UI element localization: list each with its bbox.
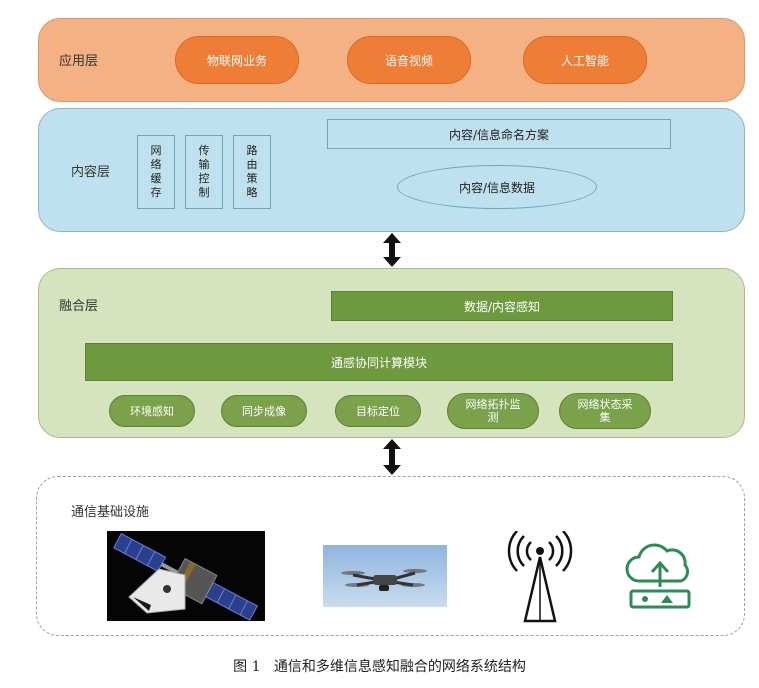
- fusion-layer-label: 融合层: [59, 299, 99, 314]
- content-layer: 内容层 网 络 缓 存 传 输 控 制 路 由 策 略 内容/信息命名方案 内容…: [38, 108, 745, 232]
- double-arrow-icon: [383, 439, 401, 475]
- fusion-layer: 融合层 数据/内容感知 通感协同计算模块 环境感知 同步成像 目标定位 网络拓扑…: [38, 268, 745, 438]
- network-cache-box: 网 络 缓 存: [137, 135, 175, 209]
- transmission-control-box: 传 输 控 制: [185, 135, 223, 209]
- fusion-item-topology-monitoring: 网络拓扑监 测: [447, 393, 539, 429]
- routing-strategy-box: 路 由 策 略: [233, 135, 271, 209]
- radio-tower-icon: [507, 531, 573, 623]
- content-data-oval: 内容/信息数据: [397, 165, 597, 209]
- application-layer-label: 应用层: [59, 54, 99, 69]
- content-layer-label: 内容层: [71, 165, 111, 180]
- fusion-item-target-positioning: 目标定位: [335, 395, 421, 427]
- double-arrow-icon: [383, 233, 401, 267]
- app-item-ai: 人工智能: [523, 36, 647, 84]
- infrastructure-layer: 通信基础设施: [36, 476, 745, 636]
- figure-caption: 图 1 通信和多维信息感知融合的网络系统结构: [233, 659, 526, 675]
- sensing-compute-module-bar: 通感协同计算模块: [85, 343, 673, 381]
- naming-scheme-bar: 内容/信息命名方案: [327, 119, 671, 149]
- app-item-voice-video: 语音视频: [347, 36, 471, 84]
- fusion-item-network-state-collection: 网络状态采 集: [559, 393, 651, 429]
- drone-image: [323, 545, 447, 607]
- cloud-router-icon: [625, 543, 691, 609]
- fusion-item-sync-imaging: 同步成像: [221, 395, 307, 427]
- app-item-iot: 物联网业务: [175, 36, 299, 84]
- infrastructure-layer-label: 通信基础设施: [71, 505, 150, 520]
- satellite-spacecraft-image: [107, 531, 265, 621]
- application-layer: 应用层 物联网业务 语音视频 人工智能: [38, 18, 745, 102]
- data-content-sensing-bar: 数据/内容感知: [331, 291, 673, 321]
- fusion-item-environment-sensing: 环境感知: [109, 395, 195, 427]
